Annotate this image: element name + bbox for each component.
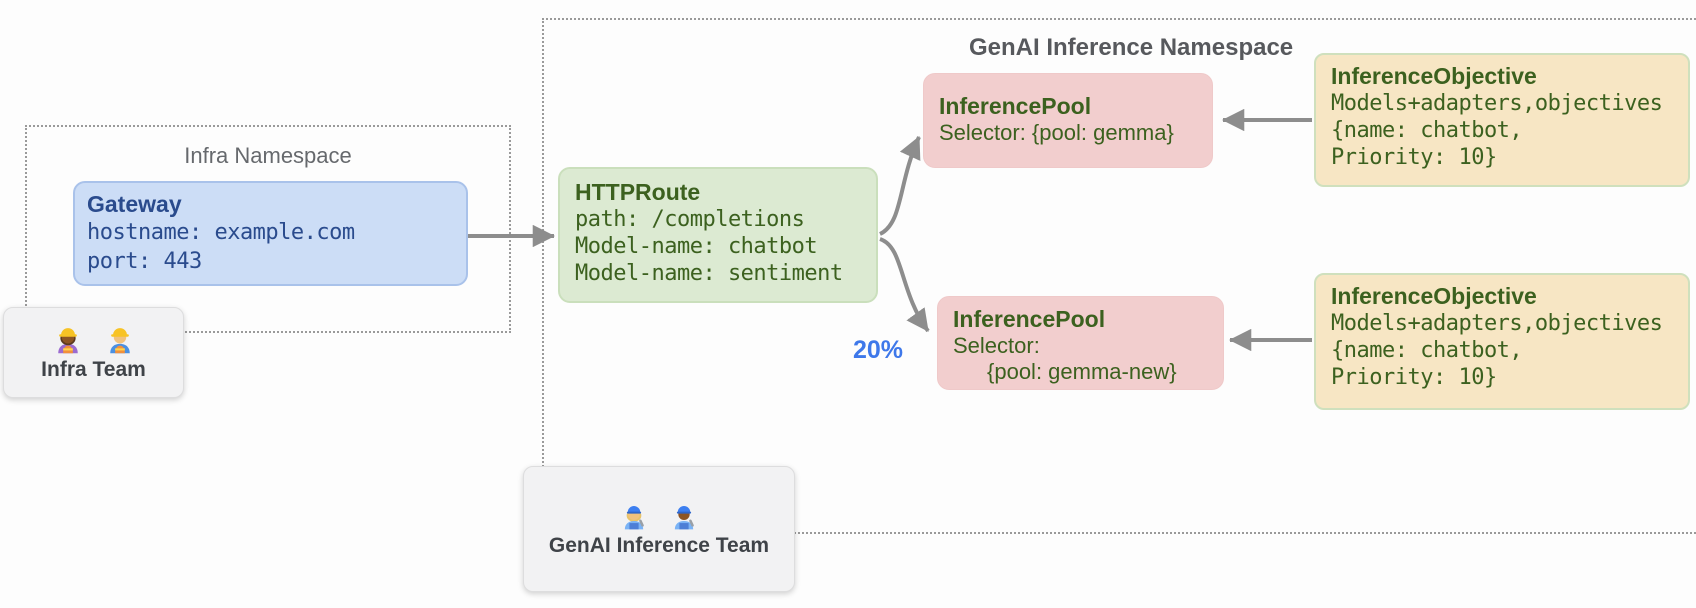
genai-team-icons: [619, 501, 699, 531]
inference-pool-gemma-new-title: InferencePool: [953, 306, 1106, 332]
genai-namespace-title: GenAI Inference Namespace: [969, 34, 1294, 61]
genai-team-card: GenAI Inference Team: [523, 466, 795, 592]
inference-objective-top-priority: Priority: 10}: [1331, 145, 1497, 170]
httproute-path: path: /completions: [575, 207, 805, 232]
construction-worker-woman-icon: [57, 328, 78, 354]
genai-namespace-box: GenAI Inference Namespace: [542, 18, 1696, 534]
infra-team-label: Infra Team: [41, 358, 146, 381]
mechanic-woman-icon: [624, 505, 644, 529]
infra-namespace-title: Infra Namespace: [184, 143, 352, 168]
infra-namespace-box: Infra Namespace: [25, 125, 511, 333]
inference-objective-bottom-node: InferenceObjective Models+adapters,objec…: [1314, 273, 1690, 410]
inference-pool-gemma-node: InferencePool Selector: {pool: gemma}: [923, 73, 1213, 168]
inference-objective-bottom-name: {name: chatbot,: [1331, 338, 1523, 363]
arrow-httproute-to-pool-gemma: [878, 135, 921, 236]
httproute-model-chatbot: Model-name: chatbot: [575, 234, 818, 259]
genai-team-label: GenAI Inference Team: [548, 533, 770, 557]
mechanic-man-icon: [674, 505, 694, 529]
traffic-split-label: 20%: [853, 336, 904, 364]
inference-objective-top-title: InferenceObjective: [1331, 63, 1537, 89]
inference-pool-gemma-title: InferencePool: [939, 93, 1092, 119]
gateway-port: port: 443: [87, 249, 202, 274]
inference-objective-bottom-priority: Priority: 10}: [1331, 365, 1497, 390]
inference-objective-top-name: {name: chatbot,: [1331, 118, 1523, 143]
gateway-hostname: hostname: example.com: [87, 220, 355, 245]
inference-pool-gemma-selector: Selector: {pool: gemma}: [939, 120, 1174, 145]
construction-worker-man-icon: [109, 328, 130, 354]
inference-pool-gemma-new-selector: Selector:: [953, 333, 1040, 358]
inference-objective-top-models: Models+adapters,objectives: [1331, 91, 1663, 116]
gateway-node: Gateway hostname: example.com port: 443: [73, 181, 468, 286]
arrow-httproute-to-pool-gemma-new: [879, 237, 930, 333]
infra-team-card: Infra Team: [3, 307, 184, 398]
inference-pool-gemma-new-node: InferencePool Selector: {pool: gemma-new…: [937, 296, 1224, 390]
httproute-title: HTTPRoute: [575, 179, 701, 205]
inference-pool-gemma-new-selector-value: {pool: gemma-new}: [987, 359, 1177, 384]
gateway-title: Gateway: [87, 191, 182, 217]
httproute-model-sentiment: Model-name: sentiment: [575, 261, 843, 286]
inference-objective-top-node: InferenceObjective Models+adapters,objec…: [1314, 53, 1690, 187]
infra-team-icons: [52, 323, 136, 355]
httproute-node: HTTPRoute path: /completions Model-name:…: [558, 167, 878, 303]
inference-objective-bottom-models: Models+adapters,objectives: [1331, 311, 1663, 336]
inference-objective-bottom-title: InferenceObjective: [1331, 283, 1537, 309]
